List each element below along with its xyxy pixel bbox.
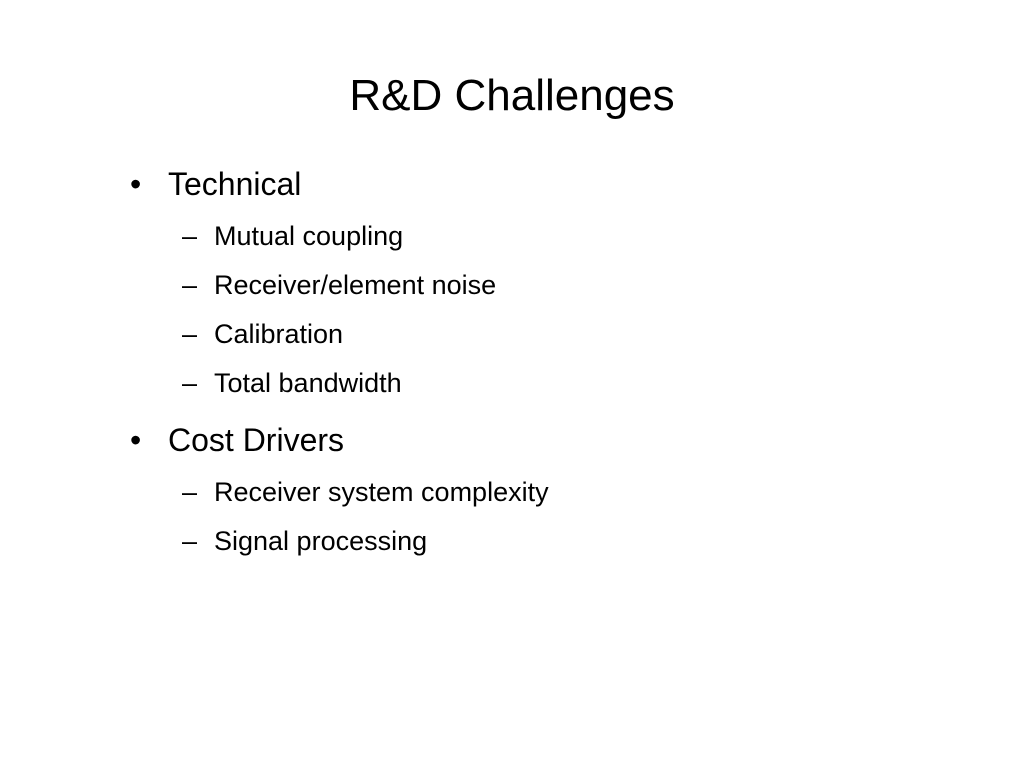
bullet-item-cost-drivers: • Cost Drivers: [130, 416, 930, 464]
bullet-list: • Technical – Mutual coupling – Receiver…: [130, 160, 930, 574]
sub-bullet-list: – Mutual coupling – Receiver/element noi…: [130, 212, 930, 408]
dash-icon: –: [182, 270, 198, 300]
sub-bullet-text: Total bandwidth: [214, 368, 402, 398]
sub-bullet-item: – Total bandwidth: [130, 359, 930, 408]
sub-bullet-item: – Signal processing: [130, 517, 930, 566]
sub-bullet-item: – Calibration: [130, 310, 930, 359]
sub-bullet-item: – Receiver/element noise: [130, 261, 930, 310]
sub-bullet-list: – Receiver system complexity – Signal pr…: [130, 468, 930, 566]
bullet-icon: •: [130, 422, 142, 458]
sub-bullet-text: Calibration: [214, 319, 344, 349]
slide-title: R&D Challenges: [349, 71, 675, 120]
dash-icon: –: [182, 526, 198, 556]
sub-bullet-text: Signal processing: [214, 526, 428, 556]
sub-bullet-item: – Mutual coupling: [130, 212, 930, 261]
dash-icon: –: [182, 477, 198, 507]
sub-bullet-item: – Receiver system complexity: [130, 468, 930, 517]
dash-icon: –: [182, 319, 198, 349]
bullet-item-technical: • Technical: [130, 160, 930, 208]
dash-icon: –: [182, 221, 198, 251]
sub-bullet-text: Receiver system complexity: [214, 477, 549, 507]
sub-bullet-text: Receiver/element noise: [214, 270, 497, 300]
bullet-heading: Cost Drivers: [168, 422, 345, 458]
dash-icon: –: [182, 368, 198, 398]
sub-bullet-text: Mutual coupling: [214, 221, 404, 251]
bullet-icon: •: [130, 166, 142, 202]
bullet-heading: Technical: [168, 166, 302, 202]
